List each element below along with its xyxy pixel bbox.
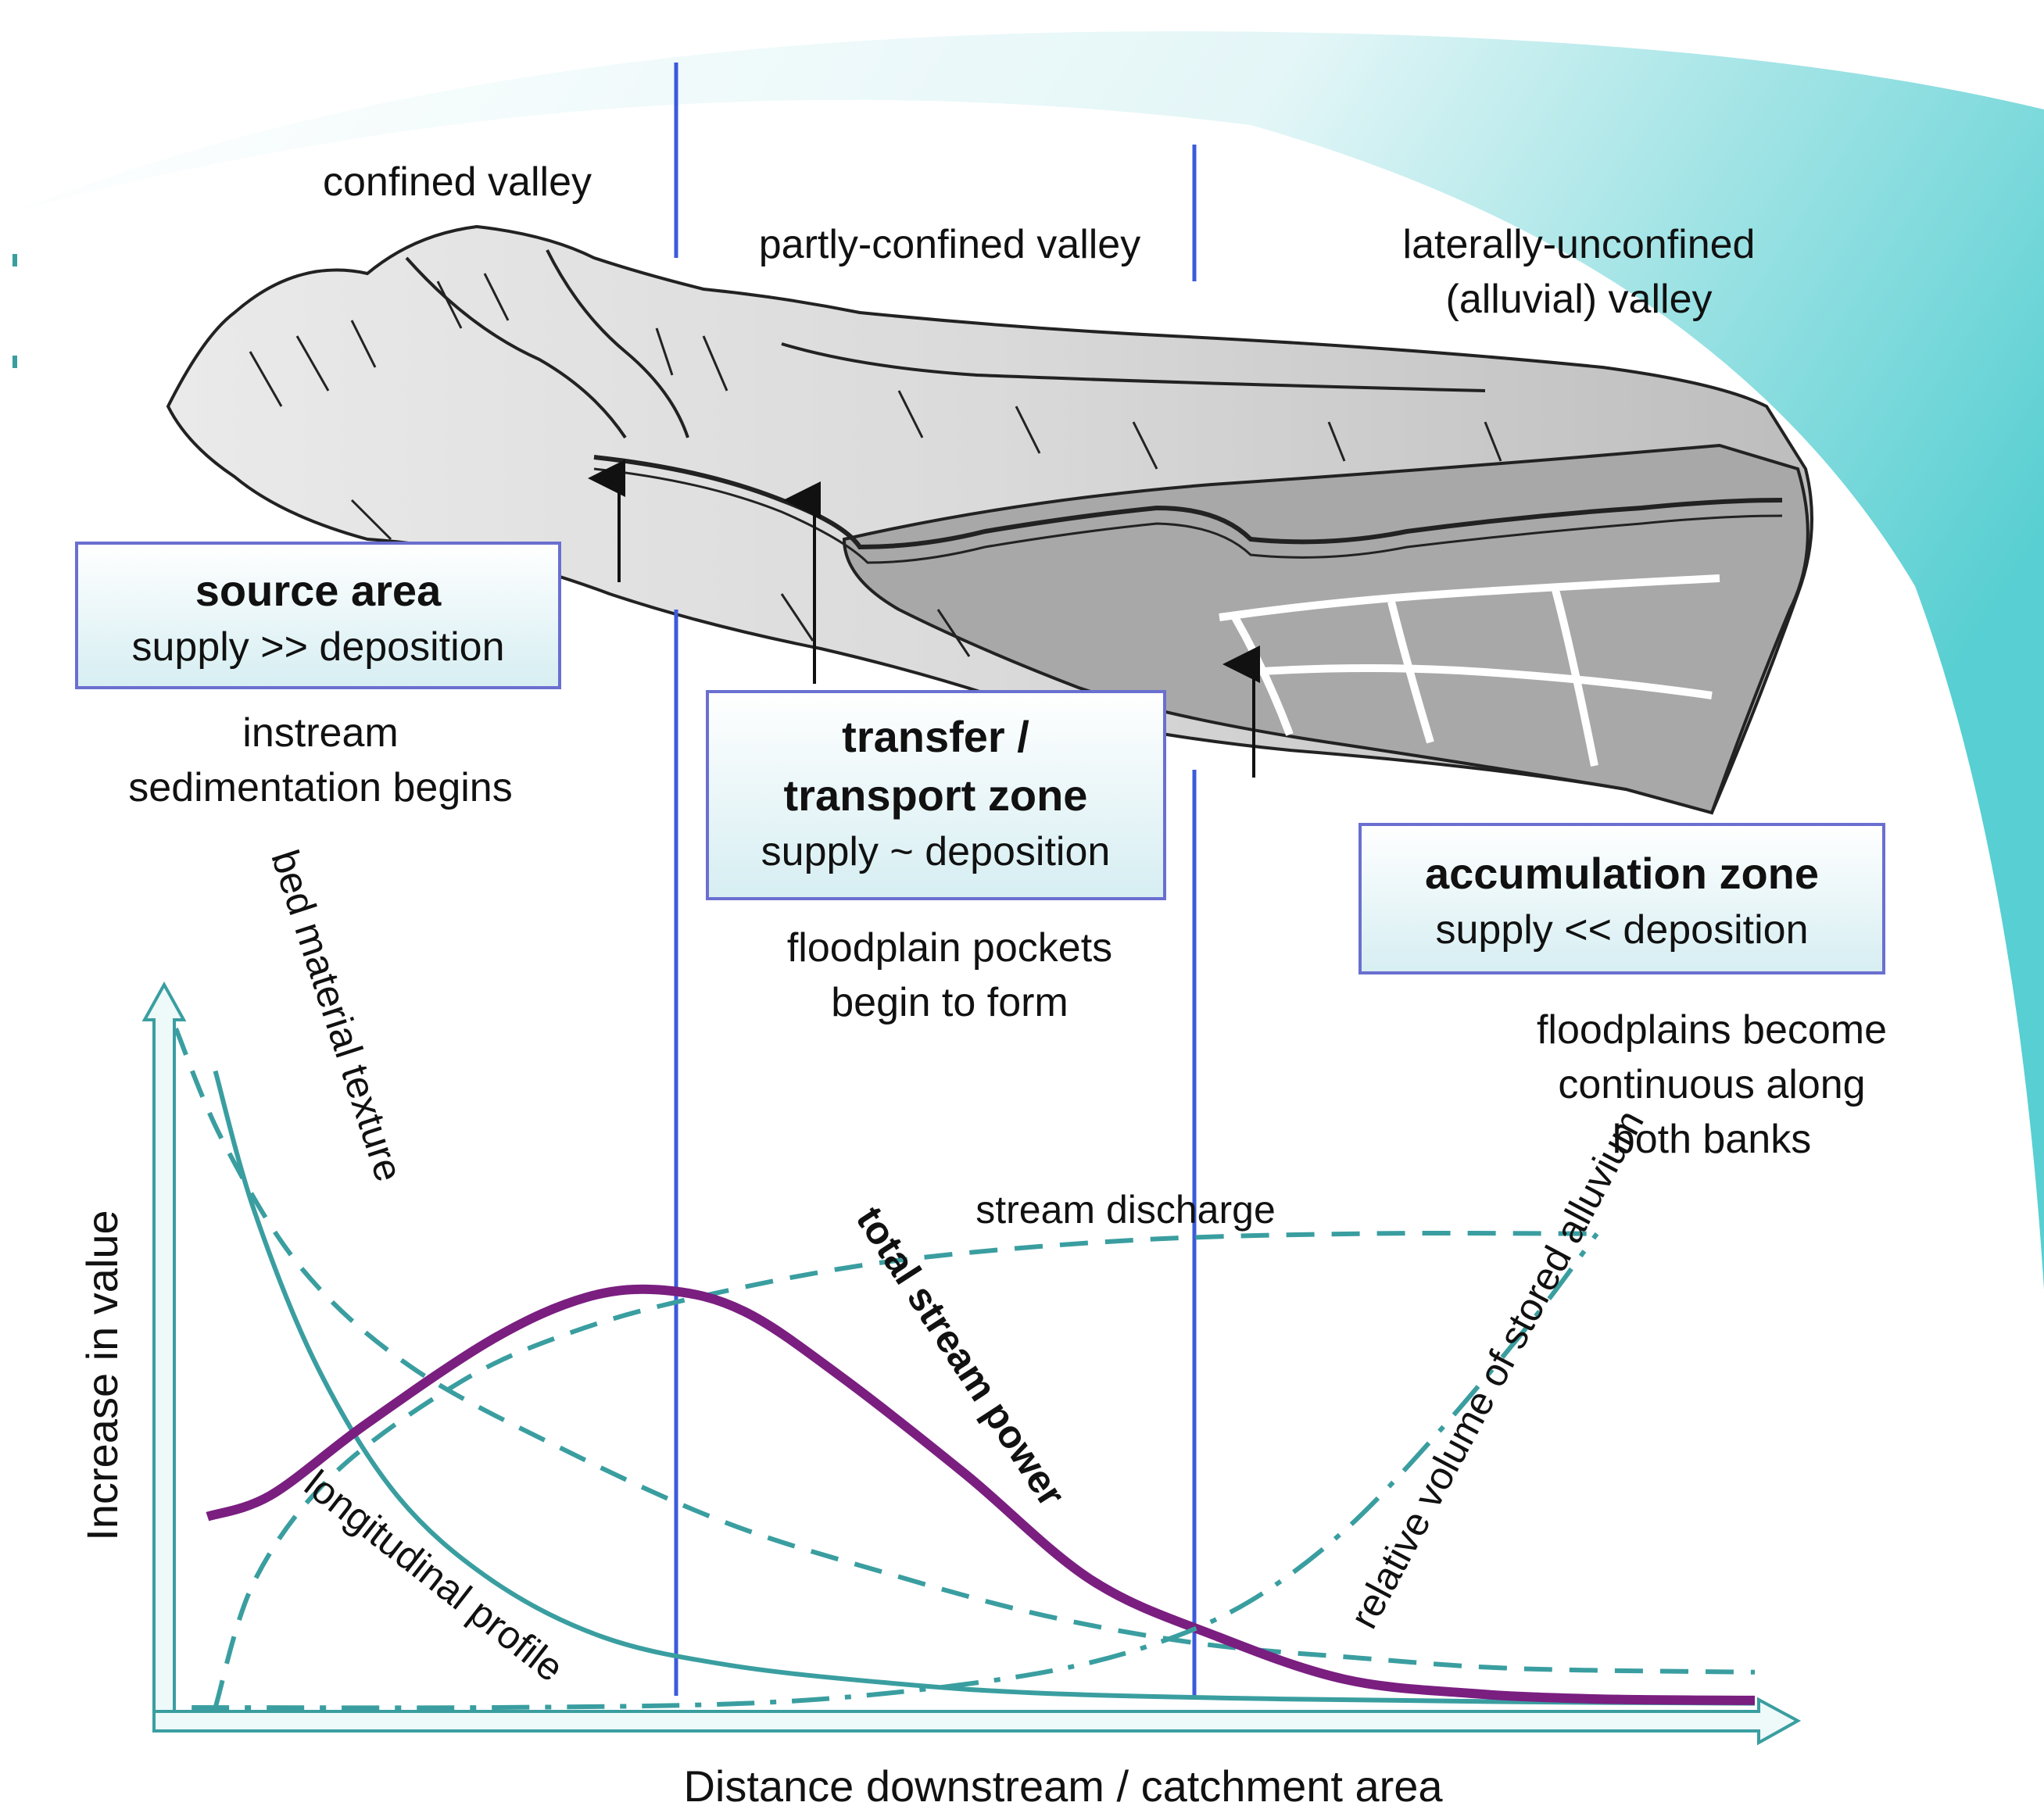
zone-arrows xyxy=(588,460,1260,778)
series-line-1 xyxy=(213,1070,1756,1706)
source-area-box: source area supply >> deposition xyxy=(75,542,561,689)
ridge-line xyxy=(405,256,627,439)
accumulation-zone-sub: supply << deposition xyxy=(1435,907,1808,953)
braid-channel xyxy=(1552,588,1598,767)
unconfined-valley-label-line1: laterally-unconfined xyxy=(1403,222,1756,267)
y-axis-arrow xyxy=(141,981,187,1733)
instream-note-line1: instream xyxy=(242,710,398,756)
series-line-4 xyxy=(192,1232,1599,1711)
hillside-hatching xyxy=(249,273,1502,657)
braid-channel xyxy=(1387,600,1434,744)
pockets-note-line2: begin to form xyxy=(831,980,1069,1025)
valley-sketch xyxy=(166,224,1813,815)
series-label-bed-line1: bed material texture xyxy=(263,845,411,1187)
pockets-note-line1: floodplain pockets xyxy=(787,925,1112,971)
background-upper-white xyxy=(0,0,2044,211)
transfer-zone-sub: supply ~ deposition xyxy=(761,829,1111,874)
source-area-title: source area xyxy=(195,566,442,615)
series-label-discharge: stream discharge xyxy=(975,1188,1276,1232)
braid-channel xyxy=(1219,574,1720,621)
left-edge-mark xyxy=(13,254,17,266)
confined-valley-label: confined valley xyxy=(323,159,592,205)
partly-confined-valley-label: partly-confined valley xyxy=(759,222,1140,267)
braid-channel xyxy=(1231,615,1294,736)
river-channel-bank xyxy=(593,467,1783,564)
series-layer xyxy=(174,1028,1756,1711)
series-line-3 xyxy=(206,1284,1756,1705)
x-axis-label: Distance downstream / catchment area xyxy=(683,1761,1443,1811)
chart-axes xyxy=(141,981,1802,1746)
accumulation-zone-box: accumulation zone supply << deposition xyxy=(1358,823,1885,974)
series-label-profile: longitudinal profile xyxy=(296,1461,571,1690)
series-line-2 xyxy=(213,1230,1598,1708)
source-area-sub: supply >> deposition xyxy=(131,624,504,670)
continuous-note-line3: both banks xyxy=(1613,1117,1811,1162)
y-axis-label: Increase in value xyxy=(77,1210,127,1540)
series-label-alluvium: relative volume of stored alluvium xyxy=(1341,1103,1652,1635)
background-teal-band xyxy=(16,31,2044,1289)
transfer-zone-title-line1: transfer / xyxy=(842,712,1029,761)
x-axis-arrow xyxy=(152,1697,1802,1746)
left-edge-mark xyxy=(13,356,17,368)
ridge-line xyxy=(781,342,1486,392)
unconfined-valley-label-line2: (alluvial) valley xyxy=(1446,277,1713,322)
ridge-line xyxy=(546,249,689,438)
instream-note-line2: sedimentation begins xyxy=(128,765,512,810)
series-line-0 xyxy=(174,1028,1756,1675)
floodplain-dark xyxy=(842,443,1810,815)
transfer-zone-title-line2: transport zone xyxy=(784,771,1088,820)
transfer-zone-box: transfer / transport zone supply ~ depos… xyxy=(706,690,1166,900)
accumulation-zone-title: accumulation zone xyxy=(1425,849,1819,898)
continuous-note-line1: floodplains become xyxy=(1537,1007,1887,1053)
zone-boundaries xyxy=(674,63,1197,1696)
continuous-note-line2: continuous along xyxy=(1558,1062,1865,1107)
braid-channel xyxy=(1250,664,1713,699)
